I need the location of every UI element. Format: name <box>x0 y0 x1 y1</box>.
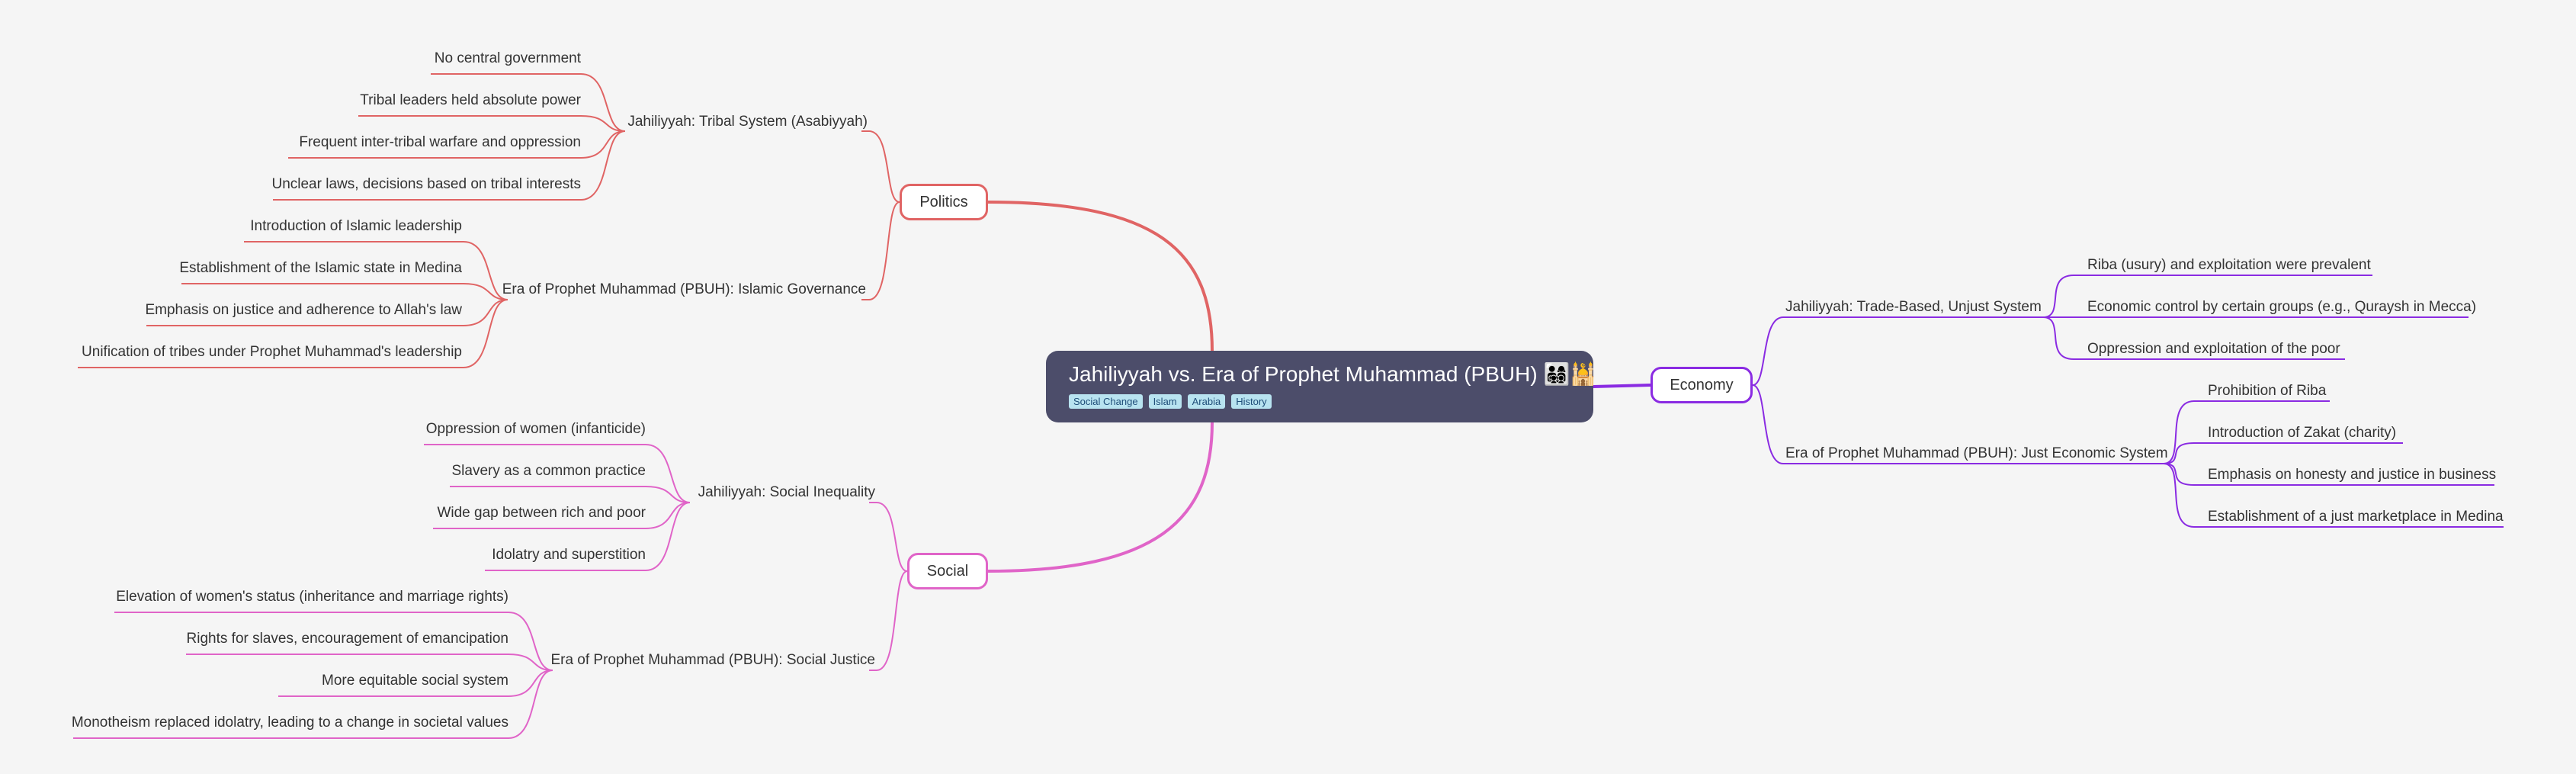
politics-jahiliyyah-leaf-edge <box>580 130 626 159</box>
leaf-item[interactable]: Oppression and exploitation of the poor <box>2087 341 2340 357</box>
subtopic-social-prophet-era[interactable]: Era of Prophet Muhammad (PBUH): Social J… <box>550 652 875 668</box>
politics-prophet-sub-edge <box>868 201 900 300</box>
economy-jahiliyyah-leaf-edge <box>2042 316 2074 360</box>
tag-social-change[interactable]: Social Change <box>1069 394 1143 409</box>
tag-history[interactable]: History <box>1231 394 1272 409</box>
edge-root-economy <box>1593 384 1651 388</box>
tag-list: Social Change Islam Arabia History <box>1069 394 1570 409</box>
root-node[interactable]: Jahiliyyah vs. Era of Prophet Muhammad (… <box>1046 351 1597 422</box>
politics-prophet-leaf-edge <box>463 241 508 300</box>
leaf-item[interactable]: No central government <box>434 50 581 66</box>
social-prophet-leaf-edge <box>508 670 553 697</box>
leaf-item[interactable]: Tribal leaders held absolute power <box>360 92 581 108</box>
leaf-item[interactable]: Elevation of women's status (inheritance… <box>116 589 508 605</box>
subtopic-economy-prophet-era[interactable]: Era of Prophet Muhammad (PBUH): Just Eco… <box>1785 445 2168 461</box>
root-title: Jahiliyyah vs. Era of Prophet Muhammad (… <box>1069 362 1597 386</box>
leaf-item[interactable]: Idolatry and superstition <box>492 547 646 563</box>
politics-prophet-leaf-edge <box>463 299 508 368</box>
social-jahiliyyah-leaf-edge <box>645 502 691 571</box>
social-prophet-leaf-edge <box>508 670 553 739</box>
leaf-item[interactable]: Riba (usury) and exploitation were preva… <box>2087 257 2371 273</box>
leaf-item[interactable]: Introduction of Islamic leadership <box>250 218 462 234</box>
politics-jahiliyyah-sub-edge <box>868 130 900 203</box>
leaf-item[interactable]: Introduction of Zakat (charity) <box>2208 425 2397 441</box>
leaf-item[interactable]: Frequent inter-tribal warfare and oppres… <box>299 134 581 150</box>
leaf-item[interactable]: Unification of tribes under Prophet Muha… <box>82 344 462 360</box>
branch-economy[interactable]: Economy <box>1651 367 1753 403</box>
leaf-item[interactable]: Slavery as a common practice <box>451 463 646 479</box>
leaf-item[interactable]: Establishment of a just marketplace in M… <box>2208 509 2504 525</box>
economy-prophet-leaf-edge <box>2163 400 2195 464</box>
leaf-item[interactable]: Oppression of women (infanticide) <box>425 421 646 437</box>
politics-jahiliyyah-leaf-edge <box>580 73 626 132</box>
politics-jahiliyyah-leaf-edge <box>580 130 626 201</box>
social-prophet-sub-edge <box>876 570 908 671</box>
social-jahiliyyah-leaf-edge <box>645 502 691 529</box>
leaf-item[interactable]: Unclear laws, decisions based on tribal … <box>271 176 581 192</box>
subtopic-social-jahiliyyah[interactable]: Jahiliyyah: Social Inequality <box>698 484 875 500</box>
economy-jahiliyyah-sub-edge <box>1752 316 1784 386</box>
tag-arabia[interactable]: Arabia <box>1187 394 1226 409</box>
leaf-item[interactable]: Emphasis on honesty and justice in busin… <box>2208 467 2497 483</box>
leaf-item[interactable]: Wide gap between rich and poor <box>437 505 646 521</box>
economy-prophet-sub-edge <box>1752 384 1784 464</box>
subtopic-politics-jahiliyyah[interactable]: Jahiliyyah: Tribal System (Asabiyyah) <box>627 114 868 130</box>
leaf-item[interactable]: Monotheism replaced idolatry, leading to… <box>71 715 508 731</box>
economy-prophet-leaf-edge <box>2163 463 2195 486</box>
leaf-item[interactable]: Economic control by certain groups (e.g.… <box>2087 299 2477 315</box>
social-jahiliyyah-leaf-edge <box>645 444 691 503</box>
leaf-item[interactable]: Rights for slaves, encouragement of eman… <box>186 631 508 647</box>
subtopic-politics-prophet-era[interactable]: Era of Prophet Muhammad (PBUH): Islamic … <box>502 281 866 297</box>
edge-root-social <box>987 422 1214 573</box>
economy-prophet-leaf-edge <box>2163 442 2195 464</box>
social-prophet-leaf-edge <box>508 654 553 671</box>
economy-jahiliyyah-leaf-edge <box>2042 275 2074 318</box>
social-jahiliyyah-leaf-edge <box>645 486 691 503</box>
leaf-item[interactable]: Prohibition of Riba <box>2208 383 2327 399</box>
economy-prophet-leaf-edge <box>2163 463 2195 528</box>
leaf-item[interactable]: Establishment of the Islamic state in Me… <box>179 260 462 276</box>
politics-prophet-leaf-edge <box>463 299 508 326</box>
edge-root-politics <box>987 201 1214 352</box>
leaf-item[interactable]: More equitable social system <box>322 673 508 689</box>
branch-politics[interactable]: Politics <box>900 184 988 220</box>
leaf-item[interactable]: Emphasis on justice and adherence to All… <box>145 302 462 318</box>
subtopic-economy-jahiliyyah[interactable]: Jahiliyyah: Trade-Based, Unjust System <box>1785 299 2042 315</box>
politics-jahiliyyah-leaf-edge <box>580 115 626 132</box>
branch-social[interactable]: Social <box>907 553 988 589</box>
tag-islam[interactable]: Islam <box>1148 394 1182 409</box>
social-jahiliyyah-sub-edge <box>876 502 908 572</box>
politics-prophet-leaf-edge <box>463 283 508 300</box>
social-prophet-leaf-edge <box>508 612 553 671</box>
